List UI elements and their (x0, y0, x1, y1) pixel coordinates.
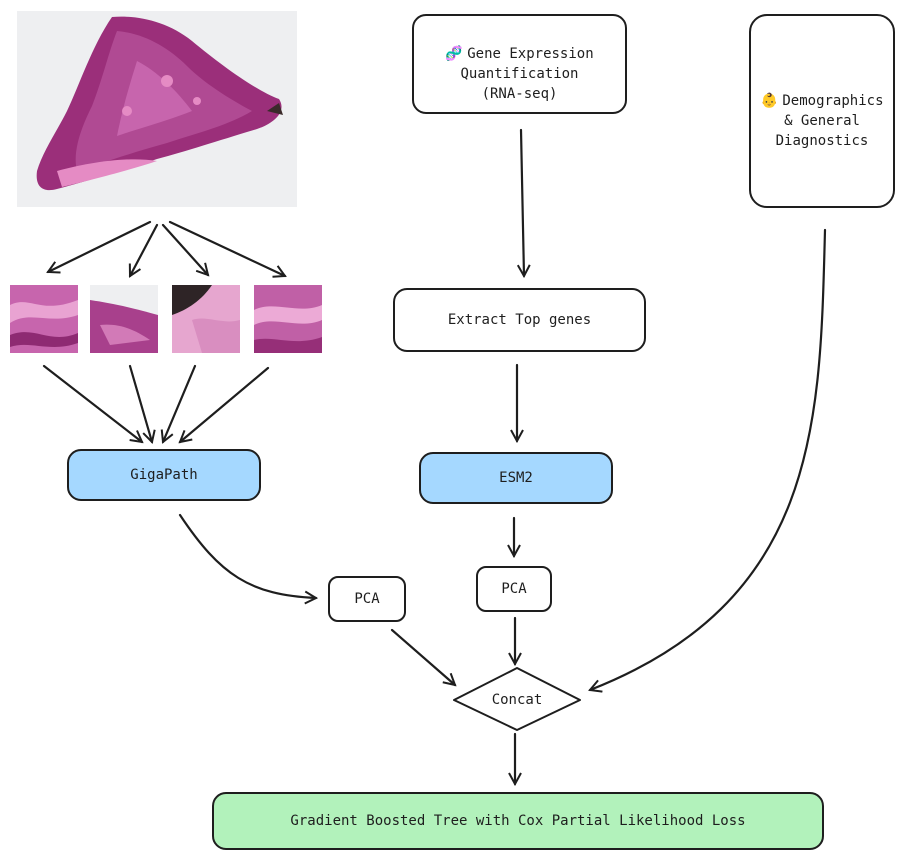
esm2-label: ESM2 (499, 470, 533, 486)
tissue-patch-1 (10, 285, 78, 353)
pca-right-box: PCA (476, 566, 552, 612)
tissue-patch-4 (254, 285, 322, 353)
extract-top-genes-box: Extract Top genes (393, 288, 646, 352)
tissue-patch-2 (90, 285, 158, 353)
arrow-gigapath-pca (178, 513, 316, 598)
whole-slide-image (17, 11, 297, 207)
arrow-slide-patch4 (168, 220, 285, 276)
extract-top-genes-label: Extract Top genes (447, 312, 592, 328)
dna-icon: 🧬 (445, 46, 468, 62)
gigapath-box: GigaPath (67, 449, 261, 501)
tissue-patch-3 (172, 285, 240, 353)
arrow-slide-patch1 (48, 220, 152, 272)
pca-left-label: PCA (354, 591, 380, 607)
arrow-slide-patch3 (161, 223, 208, 275)
concat-label: Concat (491, 692, 543, 708)
concat-diamond (453, 667, 581, 731)
arrow-demographics-concat (590, 228, 827, 690)
gene-expression-label: Gene Expression Quantification (RNA-seq) (460, 46, 594, 102)
gigapath-label: GigaPath (130, 467, 198, 483)
arrow-patch2-gigapath (128, 364, 152, 442)
gene-expression-box: 🧬 Gene Expression Quantification (RNA-se… (412, 14, 627, 114)
arrow-slide-patch2 (130, 223, 159, 276)
arrow-patch4-gigapath (180, 366, 270, 442)
pca-right-label: PCA (501, 581, 527, 597)
arrow-pcaleft-concat (390, 628, 455, 685)
demographics-label: Demographics & General Diagnostics (775, 93, 884, 149)
demographics-box: 👶 Demographics & General Diagnostics (749, 14, 895, 208)
arrow-gene-extract (521, 128, 524, 276)
arrow-patch3-gigapath (163, 364, 197, 442)
arrow-patch1-gigapath (42, 364, 142, 442)
gbt-label: Gradient Boosted Tree with Cox Partial L… (290, 813, 746, 829)
pca-left-box: PCA (328, 576, 406, 622)
gbt-box: Gradient Boosted Tree with Cox Partial L… (212, 792, 824, 850)
esm2-box: ESM2 (419, 452, 613, 504)
person-face-icon: 👶 (760, 93, 783, 109)
